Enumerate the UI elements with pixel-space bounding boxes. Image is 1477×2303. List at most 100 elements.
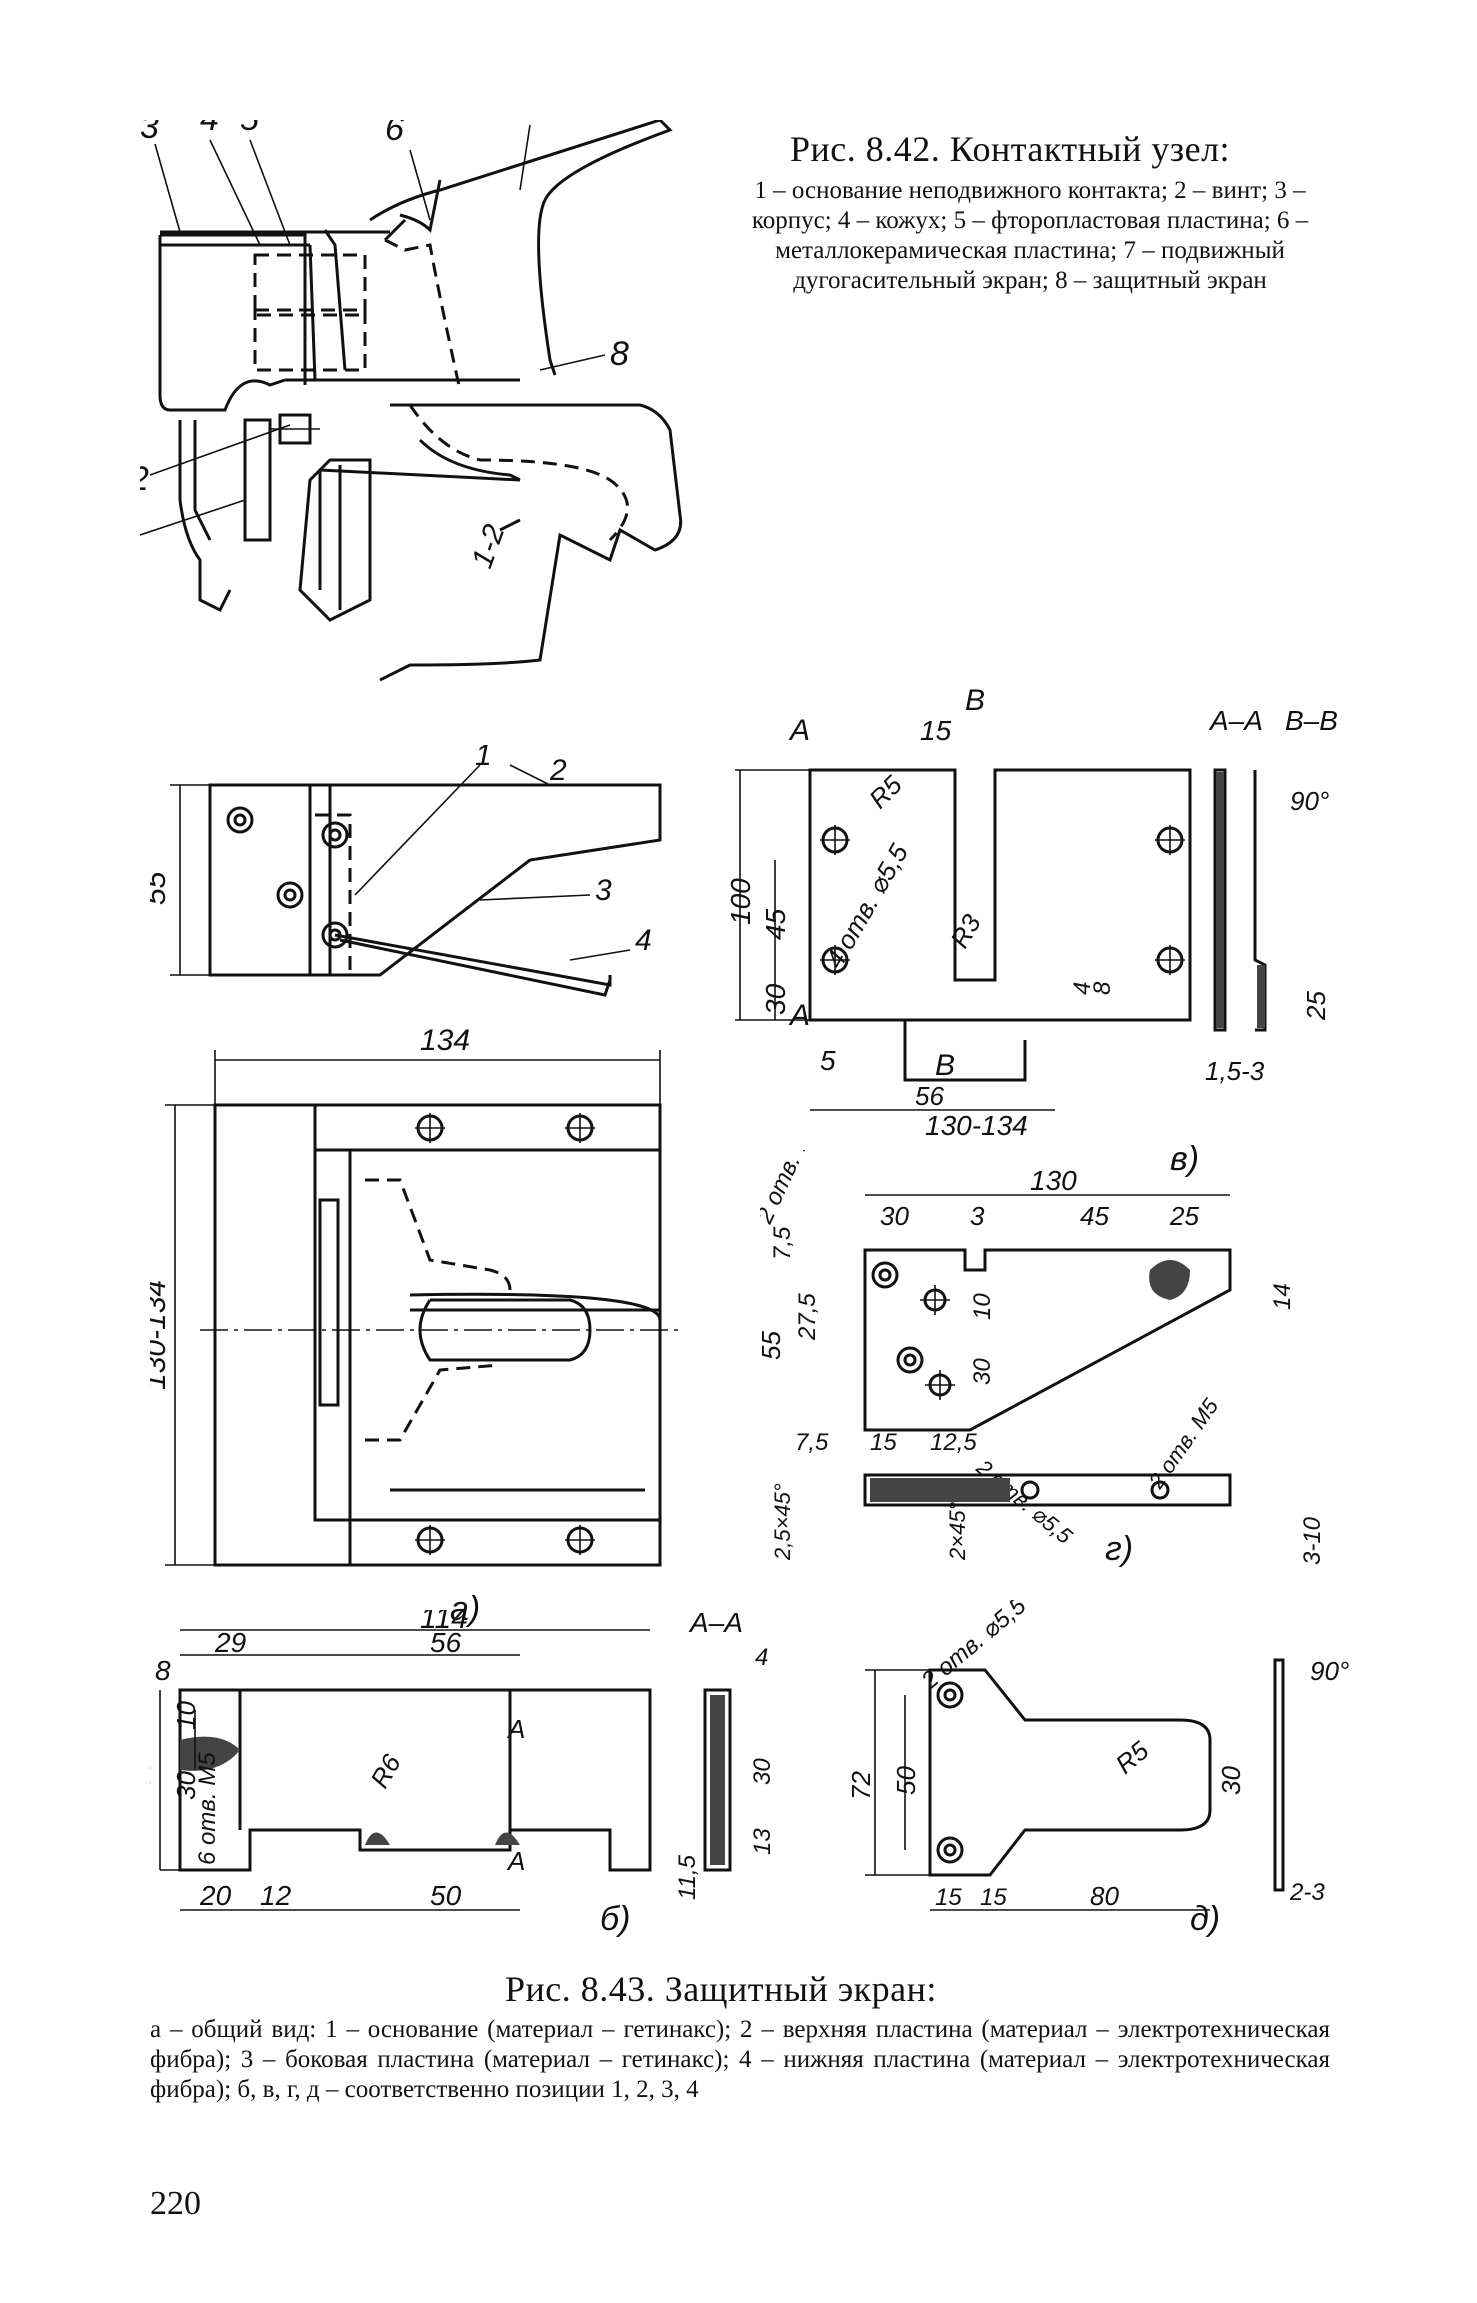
dim-25: 25 bbox=[1169, 1201, 1199, 1231]
chamfer-2-5: 2,5×45° bbox=[770, 1483, 795, 1561]
view-a-label: а) bbox=[450, 1590, 480, 1628]
angle-90: 90° bbox=[1310, 1656, 1349, 1686]
dim-30: 30 bbox=[760, 983, 791, 1015]
holes-m5: 6 отв. М5 bbox=[194, 1752, 221, 1865]
dim-55: 55 bbox=[760, 1331, 786, 1360]
fig842-title: Рис. 8.42. Контактный узел: bbox=[790, 129, 1231, 169]
view-d-drawing: 2 отв. ⌀5,5 72 50 R5 30 15 15 80 д) 90° … bbox=[846, 1600, 1349, 1938]
fig843-title: Рис. 8.43. Защитный экран: bbox=[505, 1969, 937, 2009]
dim-7-5b: 7,5 bbox=[795, 1429, 829, 1456]
dim-55: 55 bbox=[150, 871, 172, 905]
dim-80: 80 bbox=[1090, 1881, 1119, 1911]
dim-100: 100 bbox=[725, 878, 756, 925]
mark-b-bottom: В bbox=[935, 1049, 955, 1082]
dim-27-5: 27,5 bbox=[794, 1293, 821, 1341]
mark-a-top: А bbox=[788, 714, 810, 747]
dim-45: 45 bbox=[760, 908, 791, 940]
dim-r5: R5 bbox=[863, 769, 908, 814]
section-aa: А–А bbox=[1208, 705, 1263, 736]
view-v-drawing: В А 15 100 45 30 R5 4 отв. ⌀5,5 R3 А 5 В… bbox=[725, 684, 1338, 1178]
holes-6-7: 2 отв. ⌀6,7 bbox=[760, 1150, 830, 1228]
dim-8: 8 bbox=[1089, 981, 1116, 995]
view-a-top-drawing: 55 1 2 3 4 bbox=[150, 745, 662, 997]
dim-50: 50 bbox=[150, 1758, 156, 1790]
dim-134: 134 bbox=[420, 1024, 470, 1057]
callout-8: 8 bbox=[610, 335, 629, 373]
dim-114: 114 bbox=[420, 1610, 468, 1635]
page-number: 220 bbox=[150, 2185, 201, 2222]
dim-15a: 15 bbox=[935, 1884, 962, 1911]
callout-5: 5 bbox=[240, 120, 259, 138]
dim-45: 45 bbox=[1080, 1201, 1109, 1231]
dim-130-134: 130-134 bbox=[925, 1110, 1028, 1141]
dim-1-5-3: 1,5-3 bbox=[1205, 1056, 1265, 1086]
dim-56: 56 bbox=[915, 1081, 944, 1111]
dim-8: 8 bbox=[155, 1655, 171, 1686]
callout-4: 4 bbox=[635, 924, 652, 957]
angle-90: 90° bbox=[1290, 786, 1329, 816]
view-g-drawing: 2 отв. ⌀6,7 130 30 3 45 25 7,5 27,5 55 1… bbox=[760, 1150, 1326, 1568]
mark-a-bottom: А bbox=[506, 1846, 525, 1876]
fig842-caption: 1 – основание неподвижного контакта; 2 –… bbox=[751, 177, 1309, 294]
mark-a-top: А bbox=[506, 1714, 525, 1744]
dim-56: 56 bbox=[430, 1627, 462, 1658]
holes-m5: 2 отв. М5 bbox=[1143, 1393, 1224, 1493]
dim-12: 12 bbox=[260, 1880, 292, 1911]
callout-7: 7 bbox=[530, 120, 550, 123]
dim-r5: R5 bbox=[1110, 1735, 1155, 1780]
callout-6: 6 bbox=[385, 120, 404, 148]
dim-50b: 50 bbox=[430, 1880, 462, 1911]
dim-29: 29 bbox=[214, 1627, 246, 1658]
dim-14: 14 bbox=[1269, 1283, 1296, 1310]
dim-3-10: 3-10 bbox=[1299, 1516, 1326, 1565]
dim-10: 10 bbox=[969, 1293, 996, 1320]
dim-r6: R6 bbox=[364, 1749, 407, 1793]
mark-b-top: В bbox=[965, 684, 985, 717]
holes-4: 4 отв. ⌀5,5 bbox=[819, 838, 914, 973]
view-v-label: в) bbox=[1170, 1140, 1199, 1178]
aa-dim-4: 4 bbox=[755, 1644, 768, 1671]
chamfer-2: 2×45° bbox=[945, 1501, 970, 1561]
dim-5: 5 bbox=[820, 1045, 836, 1076]
view-b-drawing: 114 29 56 8 50 10 30 6 отв. М5 R6 А А 20… bbox=[150, 1610, 776, 1938]
view-b-label: б) bbox=[600, 1900, 630, 1938]
callout-3: 3 bbox=[140, 120, 159, 146]
dim-50: 50 bbox=[891, 1766, 921, 1795]
dim-4: 4 bbox=[1069, 982, 1096, 995]
dim-2-3: 2-3 bbox=[1289, 1879, 1325, 1906]
dim-130: 130 bbox=[1030, 1165, 1077, 1196]
callout-2: 2 bbox=[549, 754, 567, 787]
fig842-drawing: 3 4 5 6 7 8 2 1 1-2 bbox=[140, 120, 683, 682]
aa-dim-11-5: 11,5 bbox=[674, 1854, 701, 1900]
callout-4: 4 bbox=[200, 120, 219, 138]
dim-10: 10 bbox=[171, 1701, 201, 1730]
section-bb: В–В bbox=[1285, 705, 1338, 736]
section-aa: А–А bbox=[688, 1610, 743, 1638]
dim-30: 30 bbox=[880, 1201, 909, 1231]
dim-12-5: 12,5 bbox=[930, 1429, 977, 1456]
view-d-label: д) bbox=[1190, 1900, 1220, 1938]
view-g-label: г) bbox=[1105, 1530, 1133, 1568]
dim-30b: 30 bbox=[969, 1358, 996, 1385]
dim-20: 20 bbox=[199, 1880, 232, 1911]
callout-3: 3 bbox=[595, 874, 612, 907]
dim-25: 25 bbox=[1301, 991, 1331, 1021]
view-a-main-drawing: 134 130-134 а) bbox=[150, 1024, 680, 1628]
mark-a-bottom: А bbox=[788, 999, 810, 1032]
dim-15b: 15 bbox=[980, 1884, 1007, 1911]
dim-r3: R3 bbox=[944, 909, 987, 953]
holes-5-5: 2 отв. ⌀5,5 bbox=[916, 1600, 1032, 1695]
fig843-caption: а – общий вид: 1 – основание (материал –… bbox=[150, 2016, 1330, 2103]
dim-30: 30 bbox=[1216, 1766, 1246, 1795]
dim-15: 15 bbox=[920, 715, 952, 746]
callout-1: 1 bbox=[475, 745, 492, 772]
dim-30: 30 bbox=[171, 1771, 201, 1800]
aa-dim-13: 13 bbox=[749, 1828, 776, 1855]
dim-3: 3 bbox=[970, 1201, 985, 1231]
aa-dim-30: 30 bbox=[749, 1758, 776, 1785]
dim-72: 72 bbox=[846, 1771, 876, 1800]
dim-130-134: 130-134 bbox=[150, 1280, 172, 1390]
dim-7-5: 7,5 bbox=[769, 1226, 796, 1260]
callout-2: 2 bbox=[140, 460, 149, 498]
dim-15: 15 bbox=[870, 1429, 897, 1456]
